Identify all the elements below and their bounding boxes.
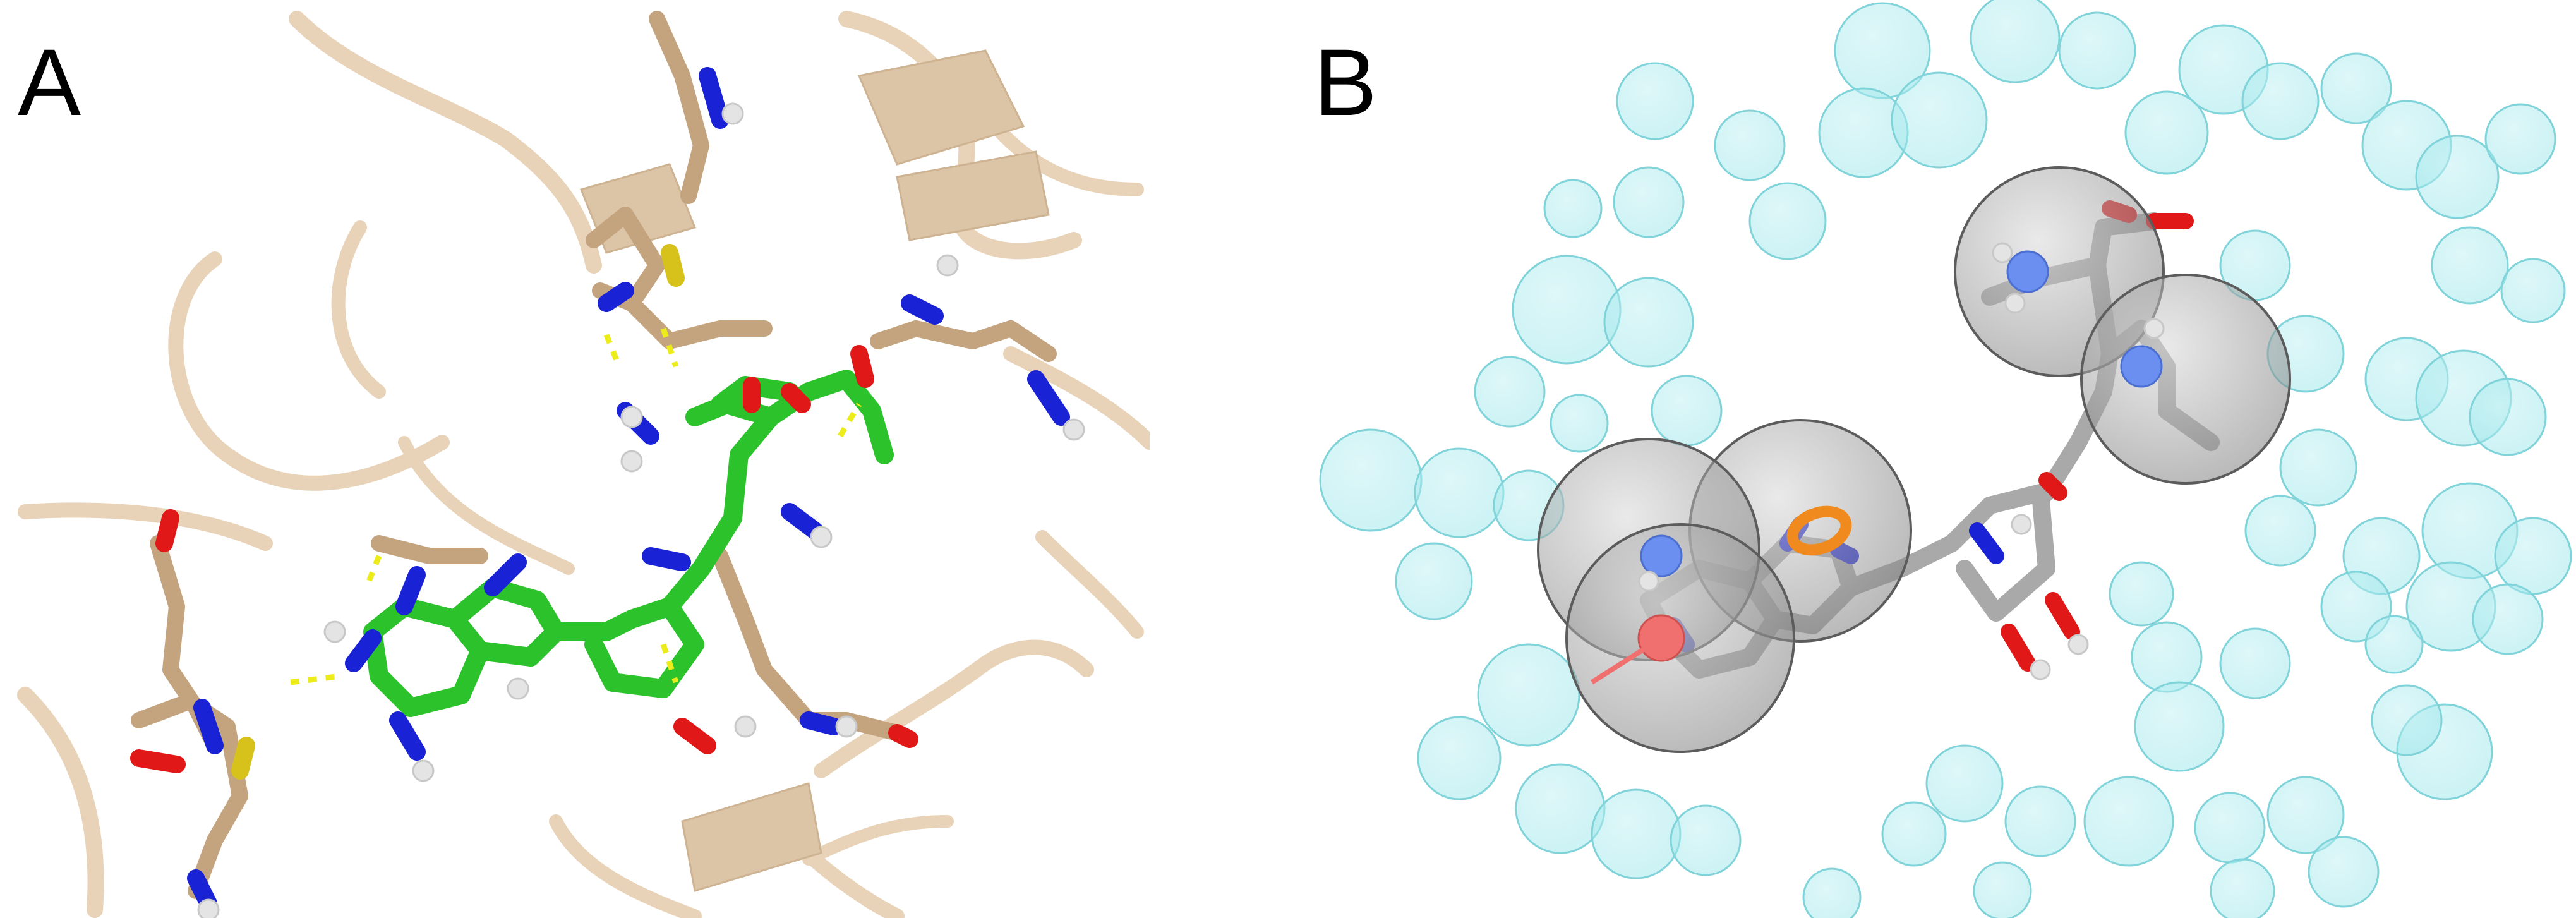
feature-markers <box>1590 250 2163 685</box>
protein-ligand-complex-view <box>17 11 1150 918</box>
pharmacophore-model-view <box>1319 0 2572 918</box>
ligand-sticks <box>363 370 894 717</box>
panel-a: A <box>0 0 1150 918</box>
hydrogens <box>197 102 1085 918</box>
secondary-structure <box>579 49 1050 892</box>
ligand-hydrogens <box>1638 242 2165 680</box>
panel-label-b: B <box>1314 29 1378 135</box>
panel-b: B <box>1295 0 2576 918</box>
excluded-volume-spheres <box>1319 0 2572 918</box>
hydrogen-bonds <box>290 327 862 685</box>
panel-label-a: A <box>18 29 81 135</box>
protein-ribbons <box>17 11 1150 918</box>
